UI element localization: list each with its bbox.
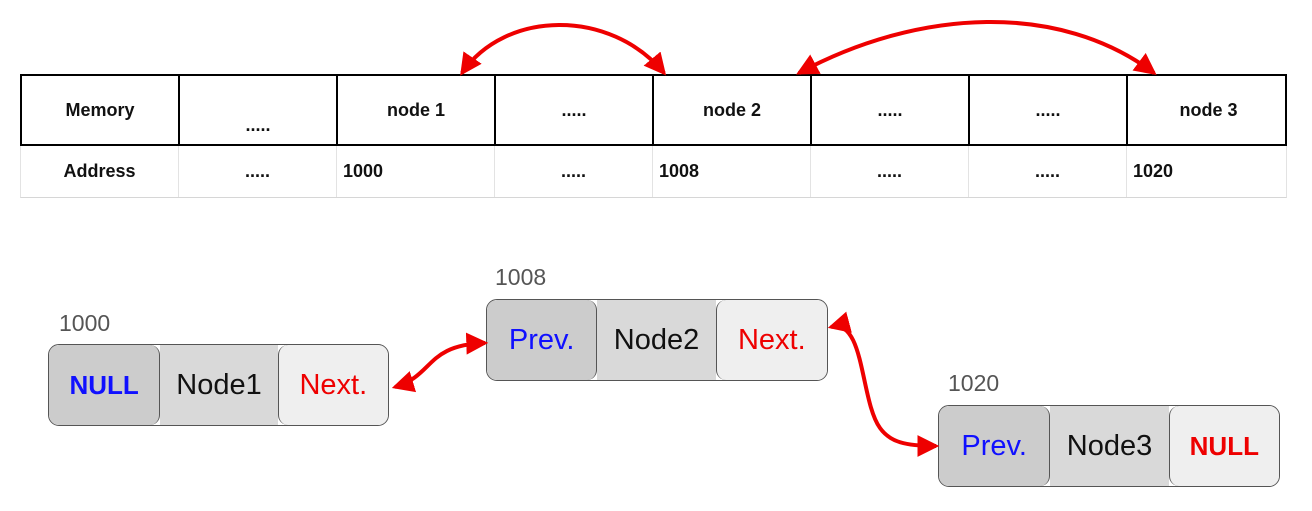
node1-next-field: Next. [277,345,388,425]
node2-prev-field: Prev. [487,300,598,380]
node3-box: Prev. Node3 NULL [938,405,1280,487]
arrow-node1-node2 [391,332,489,393]
memory-header-cell: Memory [22,76,180,144]
node3-next-field: NULL [1168,406,1279,486]
address-cell: ..... [179,146,337,197]
node3-address-label: 1020 [948,370,1000,396]
arrow-node2-node3-memory [796,20,1157,75]
memory-row: Memory ..... node 1 ..... node 2 ..... .… [20,74,1287,146]
memory-cell-node2: node 2 [654,76,812,144]
node1-address-label: 1000 [59,310,111,336]
memory-cell: ..... [180,76,338,144]
memory-cell-node3: node 3 [1179,99,1238,120]
address-header-cell: Address [21,146,179,197]
address-cell-node3: 1020 [1133,161,1174,181]
node2-next-field: Next. [715,300,827,380]
node1-name: Node1 [160,345,278,425]
memory-cell: ..... [970,76,1128,144]
node1-box: NULL Node1 Next. [48,344,389,426]
node2-box: Prev. Node2 Next. [486,299,828,381]
address-cell-node1: 1000 [337,146,495,197]
address-cell: ..... [969,146,1127,197]
address-cell: ..... [811,146,969,197]
address-row: Address ..... 1000 ..... 1008 ..... ....… [20,146,1287,198]
memory-cell: ..... [496,76,654,144]
memory-cell-node1: node 1 [338,76,496,144]
address-cell-node2: 1008 [653,146,811,197]
address-cell: ..... [495,146,653,197]
node3-prev-field: Prev. [939,406,1051,486]
arrow-node2-node3 [827,311,940,457]
memory-table: Memory ..... node 1 ..... node 2 ..... .… [20,74,1287,198]
node3-name: Node3 [1050,406,1169,486]
arrow-node1-node2-memory [460,23,667,76]
memory-cell: ..... [812,76,970,144]
node2-address-label: 1008 [495,264,547,290]
node2-name: Node2 [597,300,716,380]
node1-prev-field: NULL [49,345,161,425]
